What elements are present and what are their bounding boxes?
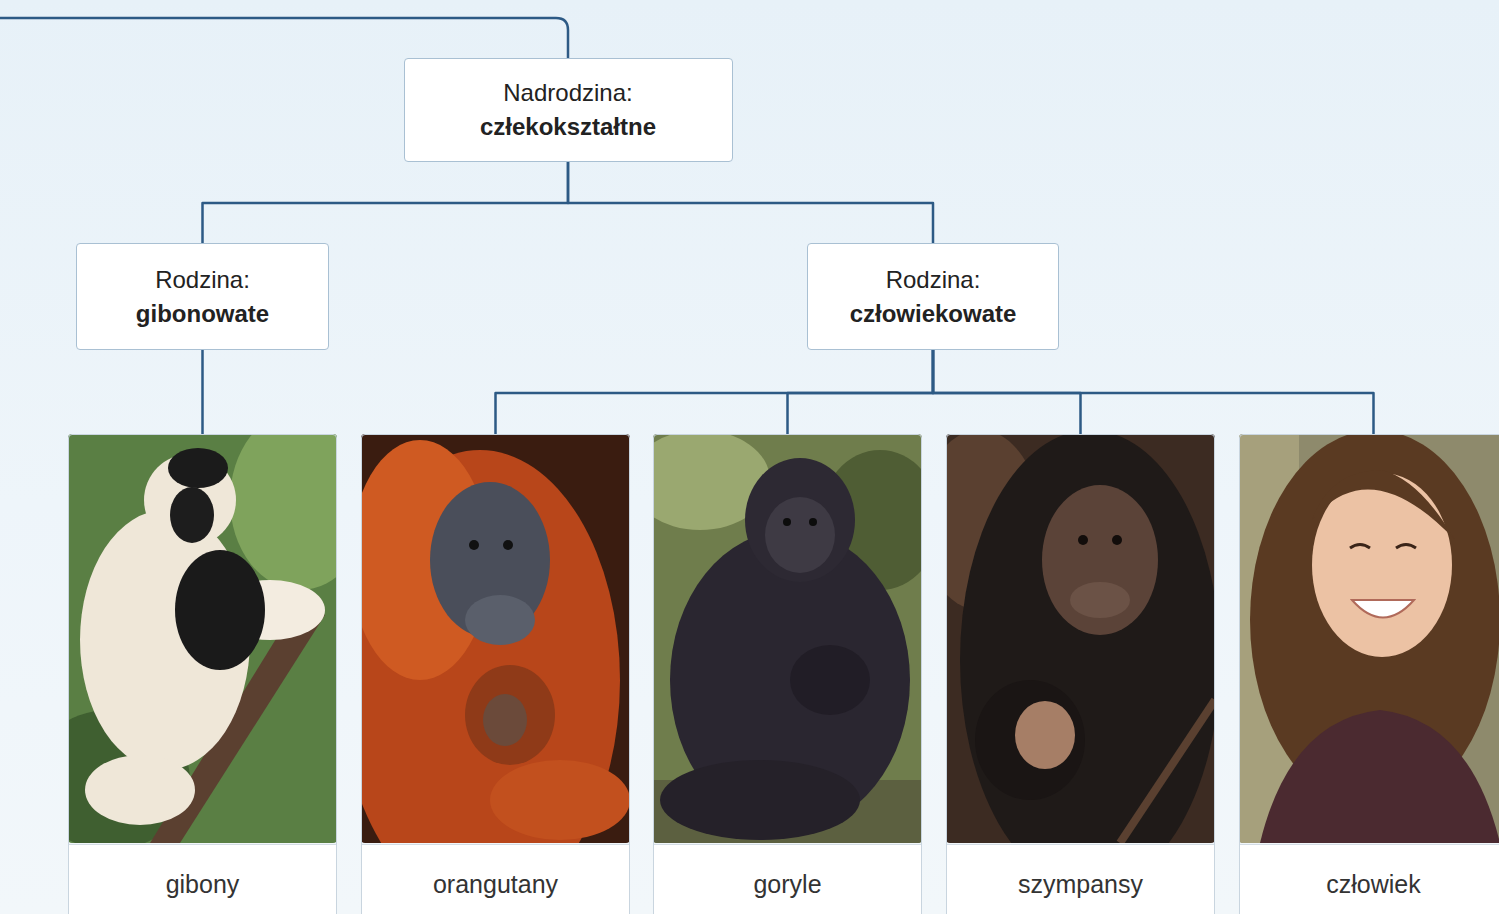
taxon-name: człekokształtne [480,110,656,144]
taxon-box: Nadrodzina:człekokształtne [404,58,733,162]
tree-connector [568,162,933,243]
tree-connector [203,162,569,243]
card-label-panel: człowiek [1240,844,1499,914]
rank-label: Rodzina: [155,263,250,297]
rank-label: Nadrodzina: [503,76,632,110]
rank-label: Rodzina: [886,263,981,297]
species-name: człowiek [1326,869,1420,899]
species-card: gibony [68,434,337,914]
taxon-name: człowiekowate [850,297,1017,331]
human-photo [1239,434,1499,843]
species-card: goryle [653,434,922,914]
card-label-panel: goryle [654,844,921,914]
taxon-box: Rodzina:gibonowate [76,243,329,350]
incoming-branch-line [0,18,568,58]
tree-connector [496,350,934,434]
card-label-panel: gibony [69,844,336,914]
tree-connector [201,350,204,434]
tree-connector [933,350,1374,434]
taxon-box: Rodzina:człowiekowate [807,243,1059,350]
species-name: szympansy [1018,869,1143,899]
species-card: orangutany [361,434,630,914]
card-label-panel: szympansy [947,844,1214,914]
gibbon-photo [68,434,337,843]
tree-connector [788,350,934,434]
species-name: goryle [753,869,821,899]
gorilla-photo [653,434,922,843]
species-name: orangutany [433,869,558,899]
species-card: szympansy [946,434,1215,914]
species-card: człowiek [1239,434,1499,914]
chimpanzee-photo [946,434,1215,843]
species-name: gibony [166,869,240,899]
orangutan-photo [361,434,630,843]
taxon-name: gibonowate [136,297,269,331]
card-label-panel: orangutany [362,844,629,914]
